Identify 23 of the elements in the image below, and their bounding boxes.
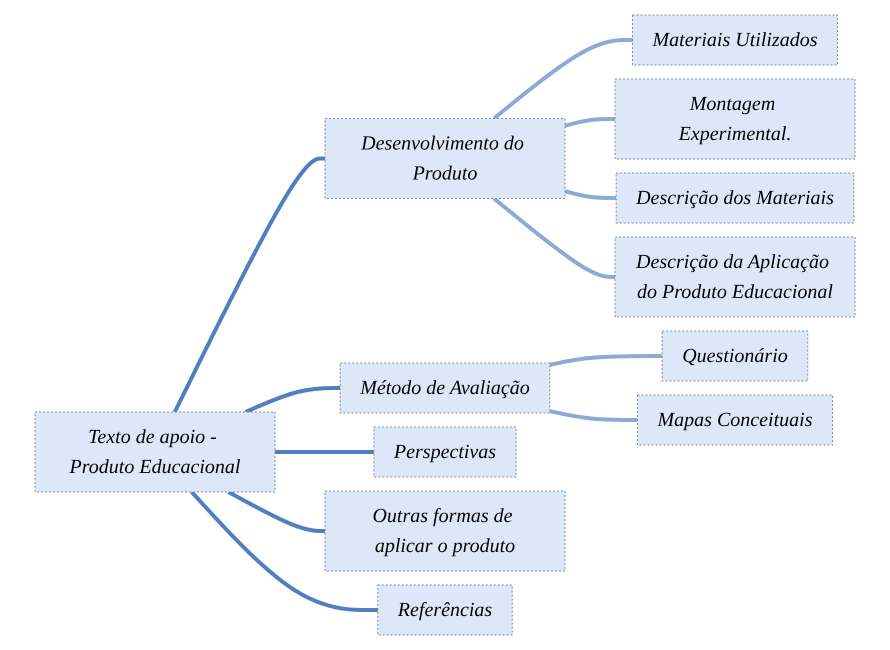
node-box: Método de Avaliação [340, 362, 550, 414]
node-box: Descrição da Aplicação do Produto Educacional [614, 236, 856, 318]
connector [564, 189, 616, 200]
node-box: Desenvolvimento do Produto [324, 118, 566, 199]
connector [492, 196, 615, 279]
node-box: Montagem Experimental. [614, 78, 856, 160]
connector [275, 450, 374, 454]
node-box: Perspectivas [373, 426, 517, 478]
connector [549, 354, 662, 367]
connector [227, 490, 325, 533]
connector [549, 409, 638, 422]
node-box: Descrição dos Materiais [616, 172, 854, 224]
connector [564, 117, 615, 128]
node-box: Outras formas de aplicar o produto [324, 490, 566, 572]
node-box: Referências [377, 584, 513, 636]
connector [190, 490, 378, 612]
connector [244, 386, 340, 414]
connector [172, 156, 325, 413]
connector [492, 38, 632, 120]
node-box: Texto de apoio - Produto Educacional [34, 412, 276, 492]
node-box: Materiais Utilizados [632, 14, 838, 66]
node-box: Questionário [662, 330, 808, 382]
node-box: Mapas Conceituais [637, 394, 833, 446]
